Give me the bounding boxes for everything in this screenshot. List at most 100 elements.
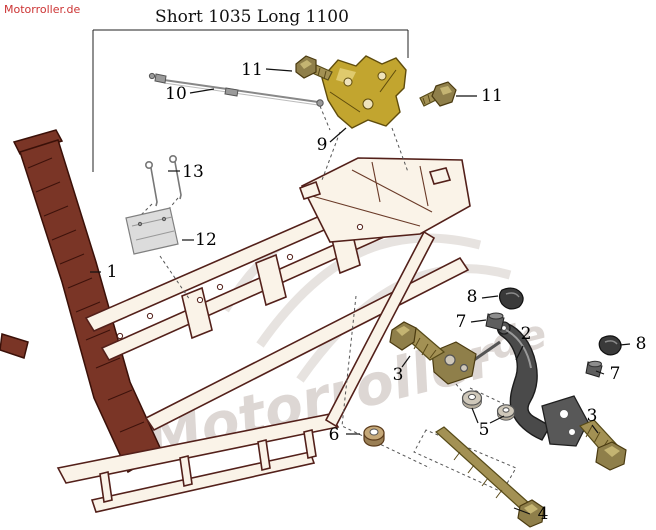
spring-shaft — [174, 161, 182, 200]
callout-5: 5 — [471, 407, 505, 440]
mount-plate-body — [125, 207, 179, 255]
callout-8-b-label: 8 — [636, 334, 647, 354]
mount-plate-hole — [137, 221, 143, 227]
bolt-threads — [422, 94, 431, 105]
leader-line — [481, 295, 499, 299]
bolt-head-facet — [524, 504, 538, 514]
callout-labels: 11 10 11 9 13 12 1 8 — [90, 60, 646, 524]
bushing-right-part — [585, 360, 603, 378]
callout-9-label: 9 — [317, 135, 328, 155]
bolt-head-facet — [300, 60, 312, 69]
cable-adjuster — [154, 73, 167, 84]
cap-right-part — [598, 335, 622, 356]
cap-highlight — [604, 340, 618, 345]
frame-floor-rail-lower — [90, 451, 316, 513]
callout-12-label: 12 — [195, 230, 217, 250]
callout-3-a-label: 3 — [393, 365, 404, 385]
callout-5-label: 5 — [479, 420, 490, 440]
leader-line — [329, 127, 347, 143]
spring-shaft — [150, 167, 158, 207]
frame-floor-uprights — [99, 429, 317, 503]
callout-11-a-label: 11 — [241, 60, 263, 80]
callout-12: 12 — [182, 230, 217, 250]
cap-upper-part — [498, 287, 524, 310]
mount-bracket-hole — [362, 98, 374, 110]
pivot-hole — [444, 354, 456, 366]
pivot-hole — [459, 363, 469, 373]
callout-6: 6 — [329, 425, 360, 445]
cap-body — [498, 287, 524, 310]
leader-line — [515, 345, 524, 361]
callout-8-a: 8 — [467, 287, 499, 307]
pedal-plate-hole — [559, 409, 569, 419]
bracket-bolt-right-part — [419, 81, 457, 107]
spring-loop — [169, 155, 178, 164]
leader-line — [470, 319, 487, 323]
washer-hole — [502, 407, 510, 413]
callout-7-a: 7 — [456, 312, 487, 332]
logo-swoosh-icon — [256, 233, 482, 348]
mount-bracket-body — [321, 55, 407, 129]
bolt-threads — [317, 67, 327, 80]
frame-rear-trusses — [311, 161, 433, 227]
callout-1: 1 — [90, 262, 117, 282]
cable-end-barrel — [316, 99, 324, 107]
leader-line — [595, 370, 605, 375]
frame-hole — [116, 332, 124, 340]
callout-2: 2 — [515, 324, 532, 361]
pivot-bolt-right-part — [579, 419, 627, 471]
pivot-link — [473, 340, 501, 362]
bolt-head-facet — [604, 446, 620, 457]
dimension-label: Short 1035 Long 1100 — [155, 7, 349, 27]
mount-bracket-hole — [343, 77, 353, 87]
callout-1-label: 1 — [107, 262, 118, 282]
leader-line — [471, 407, 479, 424]
callout-10-label: 10 — [165, 84, 187, 104]
callout-10: 10 — [165, 84, 215, 104]
mount-bracket-part — [321, 55, 407, 129]
frame-hole — [146, 312, 154, 320]
frame-mount-tabs — [298, 167, 452, 200]
guide-line — [391, 127, 409, 173]
frame-hole — [286, 253, 294, 261]
leader-line — [619, 343, 631, 346]
callout-3-b-label: 3 — [587, 406, 598, 426]
pedal-plate — [541, 395, 589, 447]
mount-bracket-edges — [329, 69, 397, 113]
bolt-head-facet — [440, 86, 452, 95]
bushing-upper-part — [485, 312, 505, 331]
frame-side-tab — [0, 333, 29, 359]
callout-8-a-label: 8 — [467, 287, 478, 307]
bolt-threads — [413, 337, 437, 359]
leader-line — [591, 424, 599, 434]
mount-plate-hole — [161, 216, 167, 222]
cable-part — [148, 72, 324, 107]
nut-part — [363, 425, 385, 447]
spring-loop — [145, 161, 154, 170]
callout-6-label: 6 — [329, 425, 340, 445]
bolt-head-facet — [396, 326, 410, 336]
washer-hole — [468, 393, 476, 401]
spring-hooks-part — [145, 155, 182, 207]
callout-4: 4 — [513, 504, 548, 524]
frame-floor-rail-upper — [56, 413, 340, 484]
callout-11-b: 11 — [456, 86, 503, 106]
mount-plate-part — [125, 207, 179, 255]
frame-part — [0, 129, 471, 513]
bushing-top — [488, 312, 504, 320]
bracket-bolt-left-part — [295, 55, 333, 81]
pedal-arm — [496, 321, 551, 441]
cap-body — [598, 335, 622, 356]
callout-9: 9 — [317, 127, 347, 155]
callout-7-a-label: 7 — [456, 312, 467, 332]
guide-line — [321, 131, 341, 181]
callout-2-label: 2 — [521, 324, 532, 344]
pedal-plate-hole — [568, 428, 576, 436]
leader-line — [189, 88, 215, 94]
leader-line — [401, 355, 411, 368]
cable-line — [163, 82, 319, 106]
cap-highlight — [505, 292, 520, 298]
bushing-top — [588, 360, 602, 368]
